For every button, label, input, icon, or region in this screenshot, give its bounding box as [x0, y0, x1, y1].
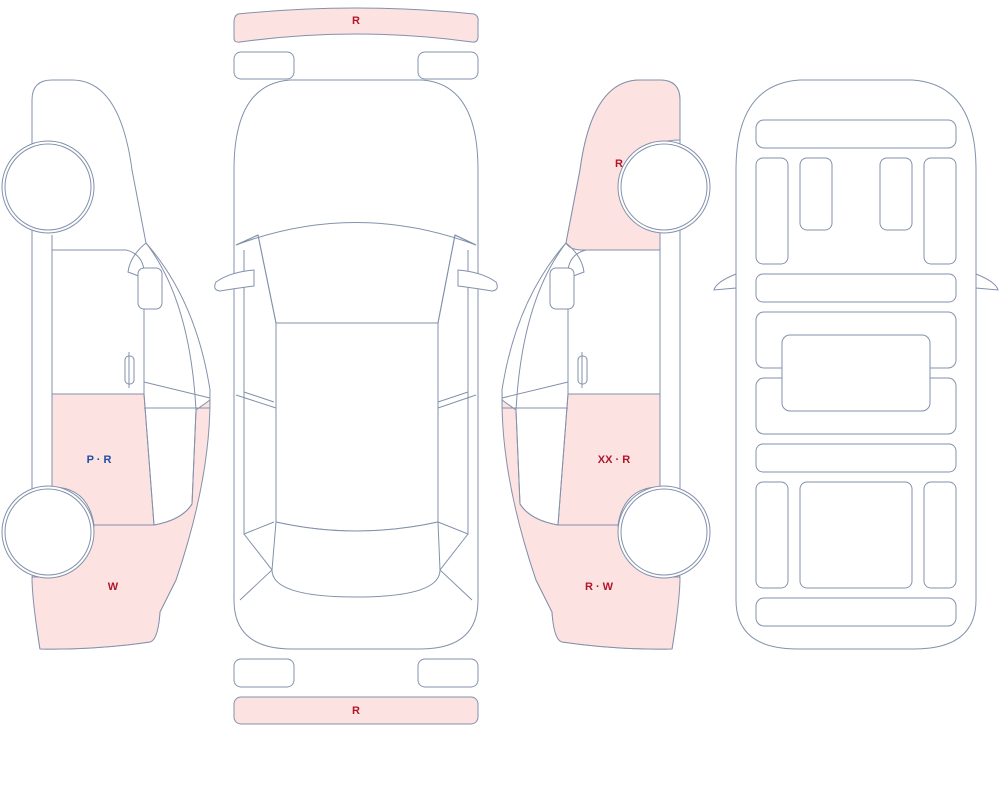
left-a-pillar	[127, 242, 147, 279]
left-side-mirror[interactable]	[137, 267, 163, 310]
right-rear-window-frame	[515, 242, 567, 526]
left-front-wheel[interactable]	[1, 140, 95, 234]
right-front-wheel[interactable]	[617, 140, 711, 234]
front-bumper-group: R	[233, 7, 479, 80]
rear-seat[interactable]	[799, 481, 913, 589]
center-console[interactable]	[781, 334, 931, 412]
front-seatback-bar[interactable]	[755, 273, 957, 303]
left-front-tire-inner	[4, 143, 92, 231]
rear-seatback-bar[interactable]	[755, 443, 957, 473]
b-pillar-lines	[235, 391, 477, 409]
left-door-edges	[51, 235, 155, 526]
trunk-bar[interactable]	[755, 597, 957, 627]
right-side-mirror[interactable]	[549, 267, 575, 310]
right-rear-quarter-label: R · W	[585, 581, 614, 593]
rear-bumper-group: R	[233, 658, 479, 725]
cowl-line	[235, 234, 477, 246]
car-right-side: R XX · R R · W	[501, 79, 711, 650]
left-rear-window-frame	[145, 242, 197, 526]
front-right-panel[interactable]	[923, 157, 957, 265]
left-rear-door-label: P · R	[87, 454, 112, 466]
rear-window[interactable]	[271, 521, 441, 598]
left-mirror[interactable]	[214, 269, 255, 292]
front-right-light[interactable]	[417, 51, 479, 80]
front-bumper-label: R	[352, 15, 360, 27]
right-rear-tire-inner	[620, 488, 708, 576]
right-front-fender-label: R	[615, 158, 623, 170]
front-left-seat[interactable]	[799, 157, 833, 231]
right-door-edges	[557, 235, 661, 526]
right-rear-door-label: XX · R	[598, 454, 630, 466]
left-rear-wheel[interactable]	[1, 485, 95, 579]
right-mirror[interactable]	[457, 269, 498, 292]
right-a-pillar	[565, 242, 585, 279]
right-rear-wheel[interactable]	[617, 485, 711, 579]
rear-right-panel[interactable]	[923, 481, 957, 589]
rear-bumper[interactable]	[233, 696, 479, 725]
interior-left-mirror[interactable]	[713, 273, 737, 291]
interior-right-mirror[interactable]	[975, 273, 999, 291]
left-front-door[interactable]	[51, 249, 145, 395]
right-front-door[interactable]	[567, 249, 661, 395]
rear-pillar-lines	[239, 533, 473, 601]
right-sill-lines	[501, 381, 569, 409]
front-bumper[interactable]	[233, 7, 479, 43]
car-top-view	[214, 79, 498, 650]
front-right-seat[interactable]	[879, 157, 913, 231]
car-interior-view	[713, 79, 999, 650]
car-left-side: P · R W	[1, 79, 211, 650]
rear-bumper-label: R	[352, 705, 360, 717]
roof[interactable]	[275, 322, 439, 532]
front-left-panel[interactable]	[755, 157, 789, 265]
rear-right-light[interactable]	[417, 658, 479, 688]
left-rear-tire-inner	[4, 488, 92, 576]
left-rear-quarter-label: W	[108, 581, 119, 593]
front-left-light[interactable]	[233, 51, 295, 80]
rear-left-light[interactable]	[233, 658, 295, 688]
dashboard[interactable]	[755, 119, 957, 149]
right-front-tire-inner	[620, 143, 708, 231]
rear-left-panel[interactable]	[755, 481, 789, 589]
left-sill-lines	[143, 381, 211, 409]
